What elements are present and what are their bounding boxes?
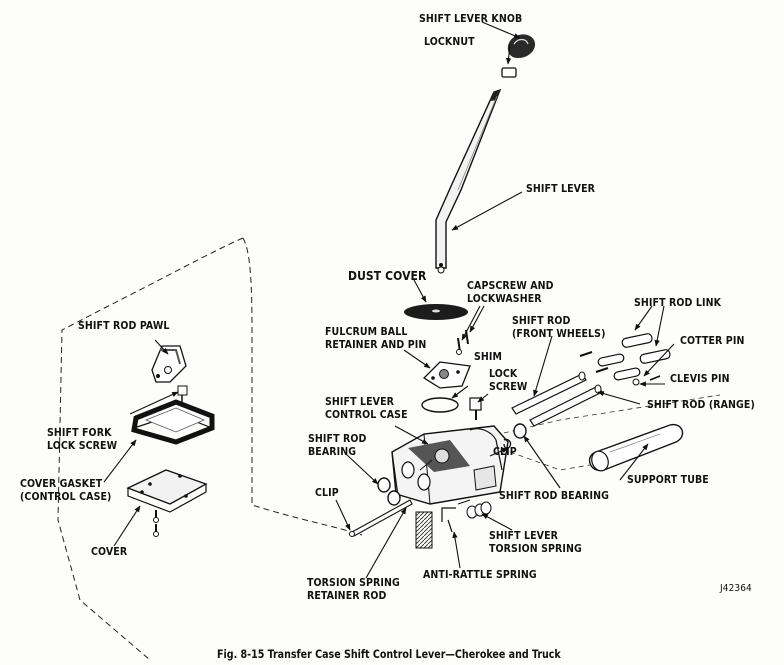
label-shift-rod-range: SHIFT ROD (RANGE) <box>647 399 755 411</box>
shift-rod-range-part <box>529 384 603 427</box>
label-dust-cover: DUST COVER <box>348 269 427 283</box>
anti-rattle-spring-part <box>415 511 433 549</box>
clip-right-part <box>503 438 512 449</box>
dust-cover-part <box>404 304 468 320</box>
label-shift-lever: SHIFT LEVER <box>526 183 596 195</box>
locknut-part <box>501 67 517 78</box>
control-case-part <box>391 425 509 505</box>
assembly-outline-line <box>242 237 363 536</box>
shift-lever-part <box>435 88 502 274</box>
shift-lever-knob-part <box>507 34 536 58</box>
label-fulcrum-ball-retainer: FULCRUM BALL RETAINER AND PIN <box>325 326 427 351</box>
label-torsion-spring-retainer-rod: TORSION SPRING RETAINER ROD <box>307 577 400 602</box>
bearing-left-2-part <box>387 490 401 506</box>
shift-rod-pawl-part <box>151 345 187 383</box>
label-shift-rod-bearing-right: SHIFT ROD BEARING <box>499 490 609 502</box>
label-support-tube: SUPPORT TUBE <box>627 474 709 486</box>
label-shim: SHIM <box>474 351 503 363</box>
label-clip-left: CLIP <box>315 487 339 499</box>
label-shift-lever-control-case: SHIFT LEVER CONTROL CASE <box>325 396 408 421</box>
assembly-outline-left <box>57 237 244 661</box>
label-shift-lever-knob: SHIFT LEVER KNOB <box>419 13 523 25</box>
label-shift-rod-bearing-left: SHIFT ROD BEARING <box>308 433 367 458</box>
label-cover: COVER <box>91 546 128 558</box>
label-shift-rod-front-wheels: SHIFT ROD (FRONT WHEELS) <box>512 315 606 340</box>
label-locknut: LOCKNUT <box>424 36 475 48</box>
cover-screws-part <box>153 510 159 537</box>
capscrew-parts <box>456 329 469 355</box>
leader-lines <box>103 21 675 579</box>
figure-caption: Fig. 8-15 Transfer Case Shift Control Le… <box>217 647 561 661</box>
figure-code: J42364 <box>720 583 752 594</box>
shift-rod-link-parts <box>579 333 671 386</box>
torsion-spring-part <box>441 499 492 533</box>
alignment-line-tube <box>509 451 591 471</box>
label-cotter-pin: COTTER PIN <box>680 335 745 347</box>
label-clevis-pin: CLEVIS PIN <box>670 373 730 385</box>
label-capscrew-lockwasher: CAPSCREW AND LOCKWASHER <box>467 280 554 305</box>
shift-fork-lock-screw-part <box>177 385 188 402</box>
label-shift-fork-lock-screw: SHIFT FORK LOCK SCREW <box>47 427 118 452</box>
support-tube-part <box>588 423 684 472</box>
label-shift-lever-torsion-spring: SHIFT LEVER TORSION SPRING <box>489 530 582 555</box>
cover-part <box>126 469 208 513</box>
label-shift-rod-link: SHIFT ROD LINK <box>634 297 721 309</box>
fulcrum-retainer-part <box>422 361 471 389</box>
label-anti-rattle-spring: ANTI-RATTLE SPRING <box>423 569 537 581</box>
label-cover-gasket: COVER GASKET (CONTROL CASE) <box>20 478 112 503</box>
label-clip-right: CLIP <box>493 446 517 458</box>
cover-gasket-part <box>131 399 215 445</box>
lock-screw-part <box>469 397 482 420</box>
bearing-right-part <box>513 423 527 439</box>
label-lock-screw: LOCK SCREW <box>489 368 528 393</box>
shift-rod-front-part <box>511 371 587 415</box>
label-shift-rod-pawl: SHIFT ROD PAWL <box>78 320 170 332</box>
bearing-left-1-part <box>377 477 391 493</box>
shim-part <box>421 397 459 413</box>
retainer-rod-part <box>349 499 413 537</box>
